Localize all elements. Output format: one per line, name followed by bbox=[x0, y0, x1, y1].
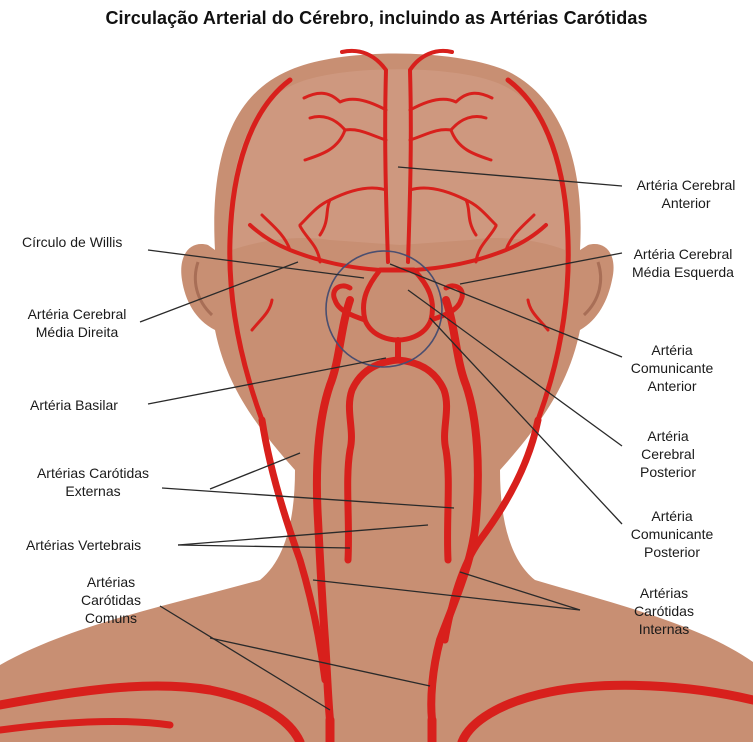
label-carotidas-internas: ArtériasCarótidasInternas bbox=[616, 584, 712, 638]
label-cerebral-media-esquerda: Artéria CerebralMédia Esquerda bbox=[618, 245, 748, 281]
label-circulo-de-willis: Círculo de Willis bbox=[22, 233, 122, 251]
diagram-title: Circulação Arterial do Cérebro, incluind… bbox=[0, 8, 753, 29]
label-carotidas-externas: Artérias CarótidasExternas bbox=[18, 464, 168, 500]
label-vertebrais: Artérias Vertebrais bbox=[26, 536, 141, 554]
label-cerebral-anterior: Artéria CerebralAnterior bbox=[626, 176, 746, 212]
label-comunicante-posterior: ArtériaComunicantePosterior bbox=[622, 507, 722, 561]
label-cerebral-media-direita: Artéria CerebralMédia Direita bbox=[18, 305, 136, 341]
label-basilar: Artéria Basilar bbox=[30, 396, 118, 414]
label-carotidas-comuns: ArtériasCarótidasComuns bbox=[66, 573, 156, 627]
label-cerebral-posterior: ArtériaCerebralPosterior bbox=[622, 427, 714, 481]
label-comunicante-anterior: ArtériaComunicanteAnterior bbox=[622, 341, 722, 395]
skull-shading bbox=[231, 69, 566, 250]
